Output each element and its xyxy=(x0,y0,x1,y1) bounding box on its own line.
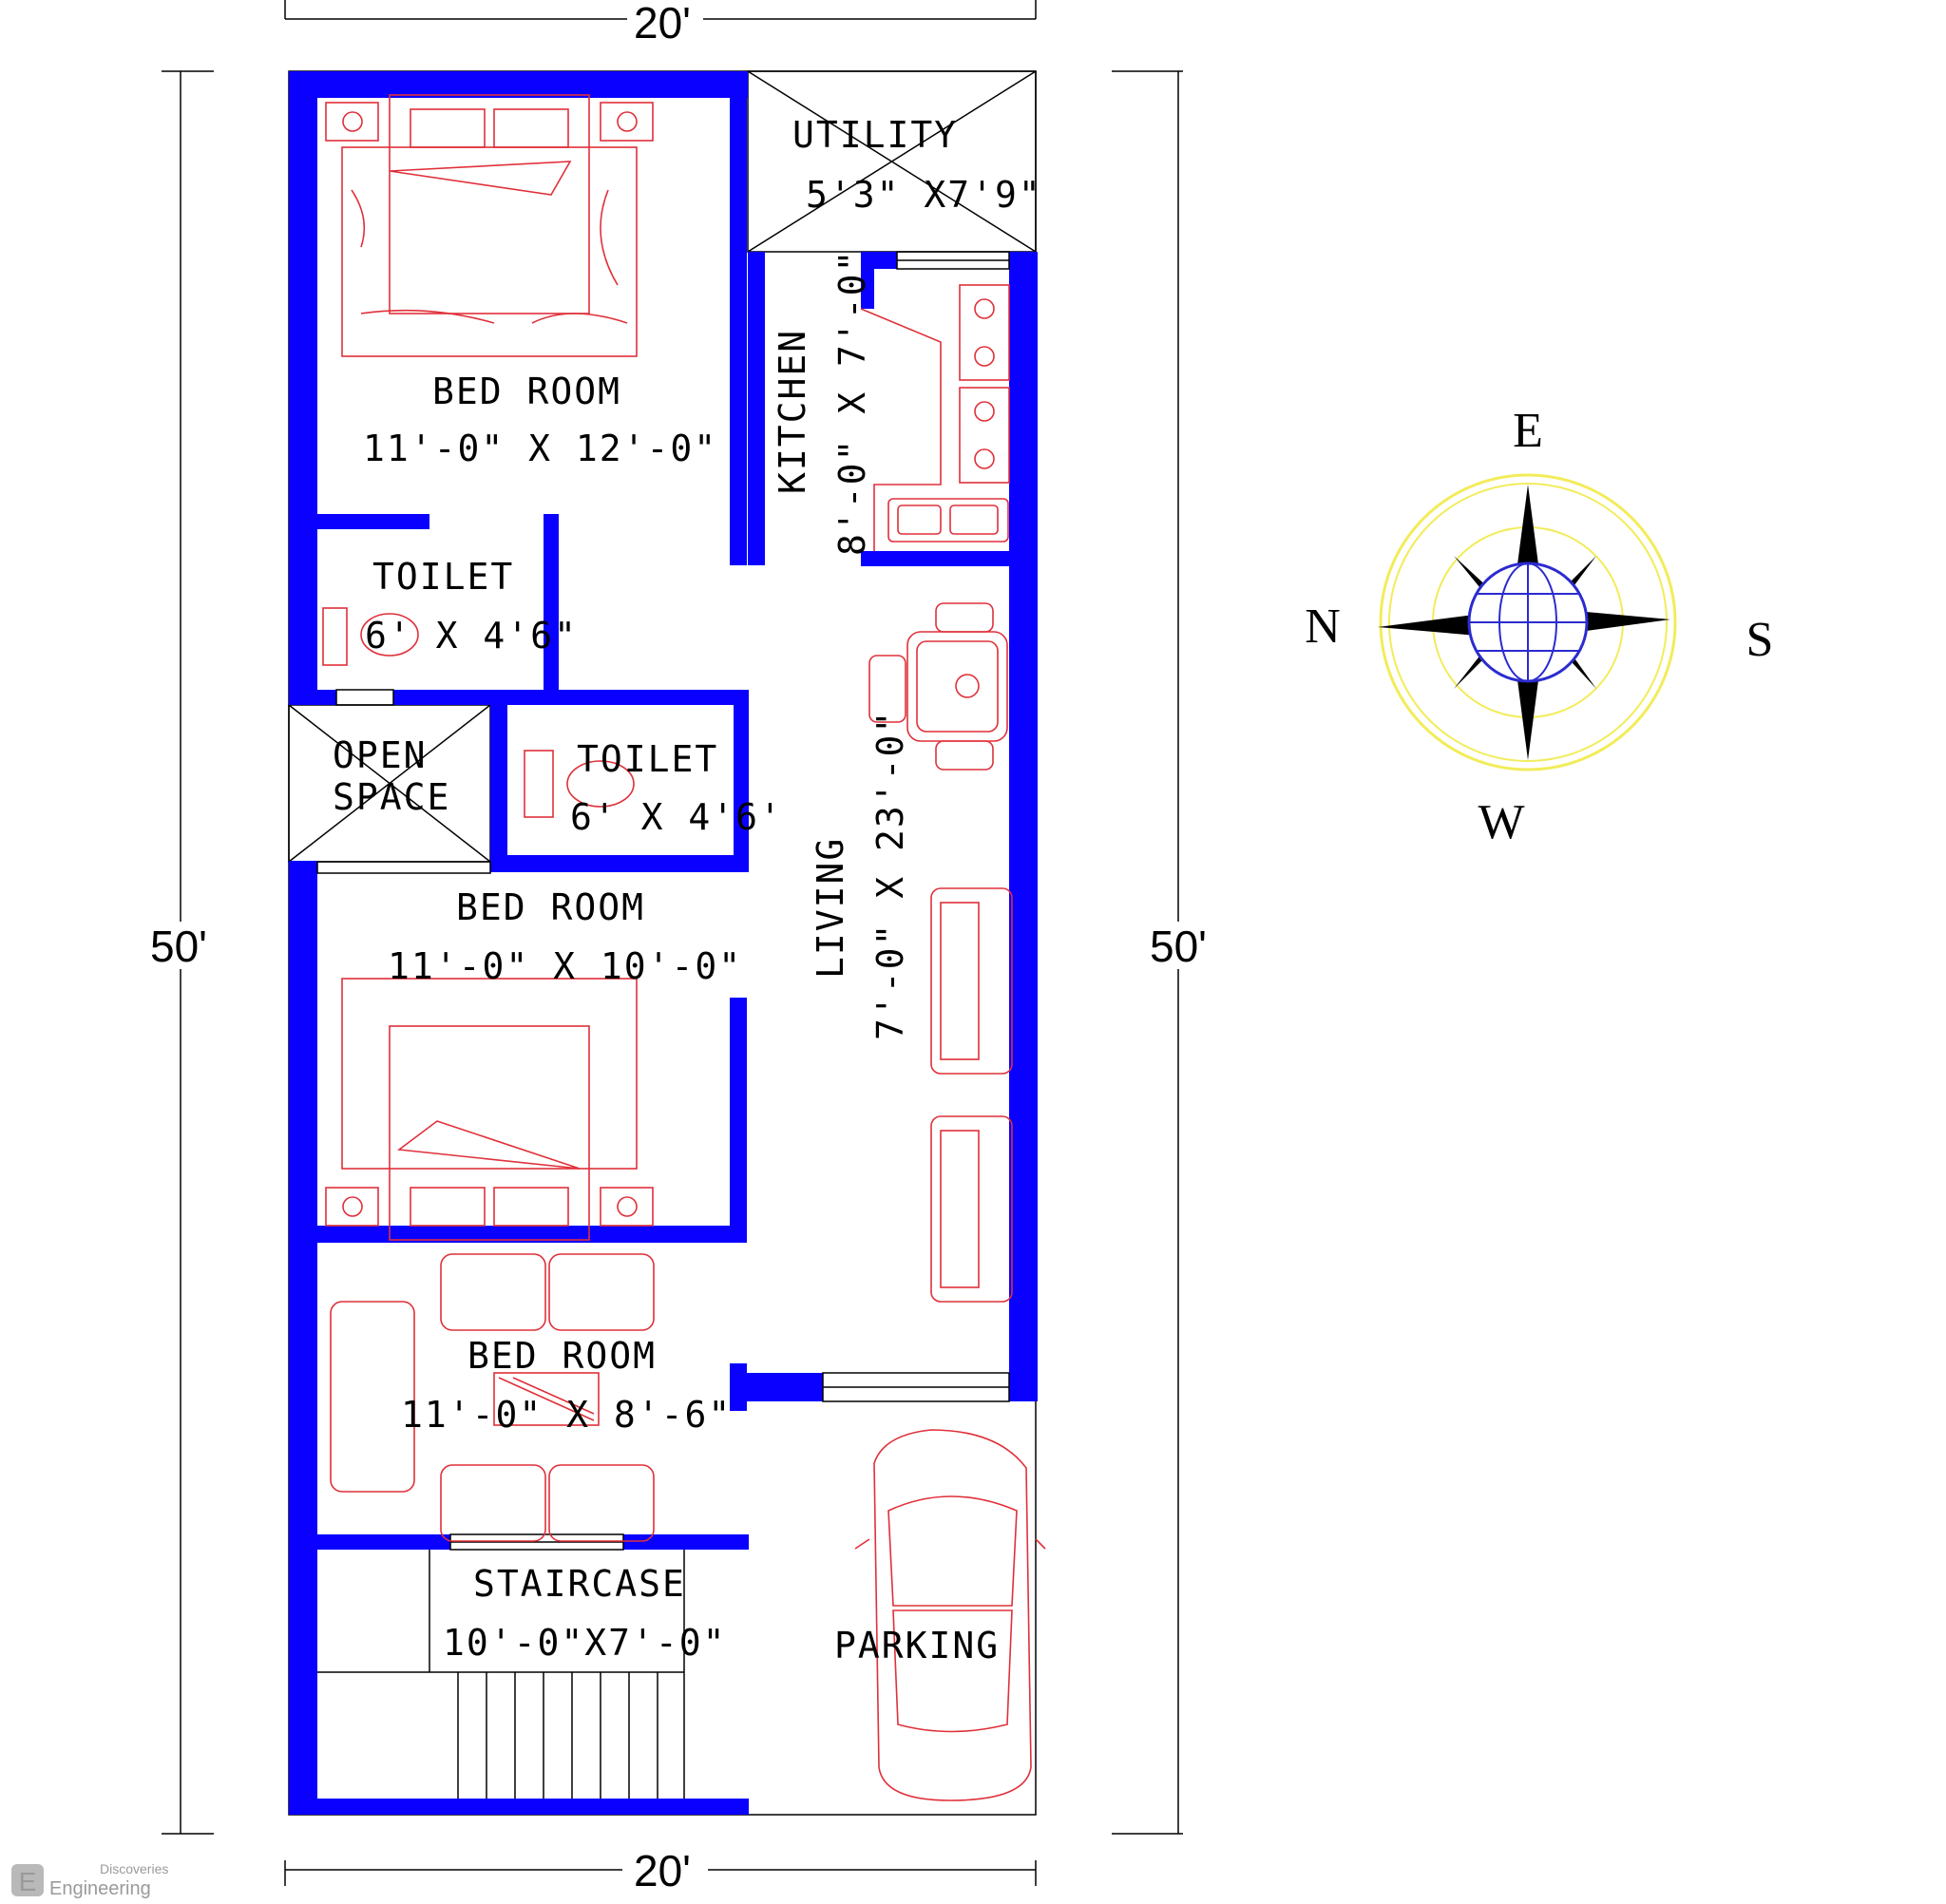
bedroom1-size: 11'-0" X 12'-0" xyxy=(363,428,717,469)
compass-west: W xyxy=(1478,795,1524,849)
parking-label: PARKING xyxy=(834,1625,1000,1666)
watermark-logo: E xyxy=(11,1864,44,1896)
right-length-dimension: 50' xyxy=(1150,922,1207,971)
toilet1-label: TOILET xyxy=(372,556,514,598)
watermark-line2: Engineering xyxy=(49,1878,151,1899)
bedroom3-label: BED ROOM xyxy=(467,1335,657,1377)
toilet-fixtures xyxy=(322,607,635,818)
bedroom2-label: BED ROOM xyxy=(456,886,645,928)
compass-rose xyxy=(1378,473,1677,771)
watermark-logo-letter: E xyxy=(19,1867,37,1896)
top-width-dimension: 20' xyxy=(634,0,691,48)
bottom-width-dimension: 20' xyxy=(634,1846,691,1895)
kitchen-counter xyxy=(860,284,1010,551)
living-sofas xyxy=(930,887,1013,1303)
living-label: LIVING xyxy=(810,837,851,979)
staircase-label: STAIRCASE xyxy=(473,1563,686,1605)
open-space-line1: OPEN xyxy=(333,734,428,776)
compass-east: E xyxy=(1513,404,1543,458)
left-length-dimension: 50' xyxy=(150,922,207,971)
toilet1-size: 6' X 4'6" xyxy=(365,615,578,657)
bedroom1-label: BED ROOM xyxy=(432,371,621,412)
compass-south: S xyxy=(1746,613,1774,667)
car xyxy=(854,1429,1046,1801)
utility-area xyxy=(740,70,1037,253)
windows xyxy=(316,251,1010,1551)
utility-size: 5'3" X7'9" xyxy=(806,174,1042,216)
toilet2-size: 6' X 4'6' xyxy=(570,796,783,838)
dining-table xyxy=(868,602,1008,771)
living-size: 7'-0" X 23'-0" xyxy=(869,710,911,1040)
bed-middle xyxy=(325,978,654,1241)
bed-top xyxy=(325,94,654,357)
watermark-line1: Discoveries xyxy=(100,1861,168,1876)
bedroom3-sofa-set xyxy=(330,1253,655,1542)
plot-boundary xyxy=(288,70,1037,1816)
staircase-size: 10'-0"X7'-0" xyxy=(443,1622,727,1664)
staircase-steps xyxy=(317,1550,685,1799)
toilet2-label: TOILET xyxy=(577,738,718,780)
bedroom2-size: 11'-0" X 10'-0" xyxy=(388,945,742,987)
kitchen-size: 8'-0" X 7'-0" xyxy=(831,249,873,556)
open-space-line2: SPACE xyxy=(333,776,450,818)
kitchen-label: KITCHEN xyxy=(772,329,813,494)
walls xyxy=(289,71,1038,1815)
bedroom3-size: 11'-0" X 8'-6" xyxy=(401,1394,732,1436)
compass-north: N xyxy=(1305,600,1341,654)
utility-label: UTILITY xyxy=(792,114,958,156)
